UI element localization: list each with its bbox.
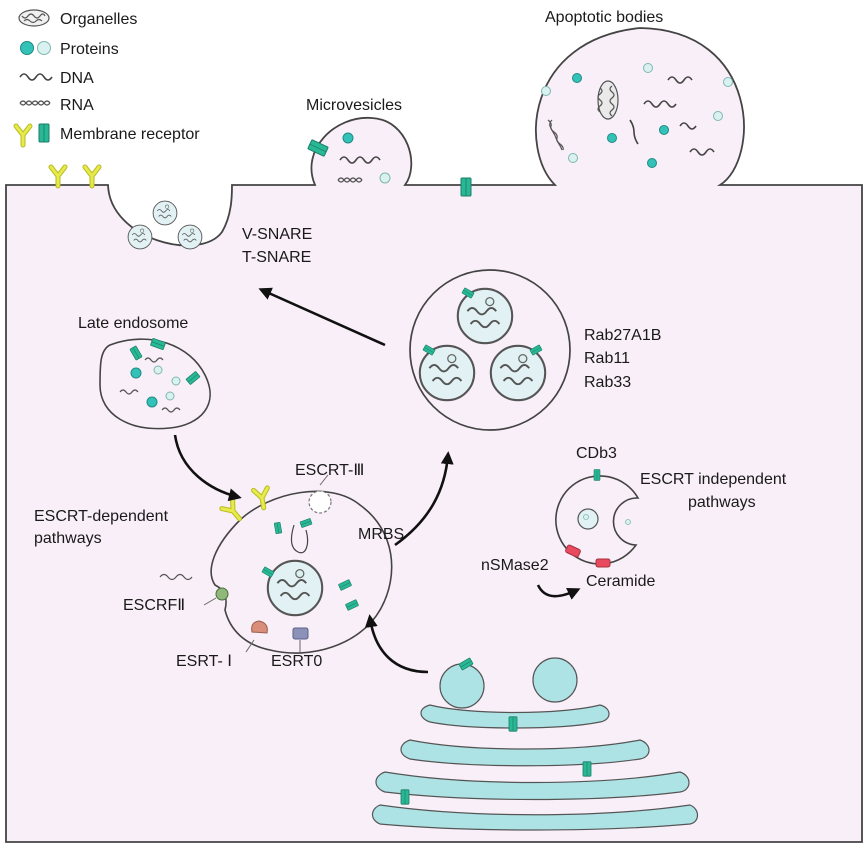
multivesicular-body bbox=[409, 269, 571, 431]
arrow-golgi-to-mvb bbox=[364, 614, 429, 674]
legend-dna-label: DNA bbox=[60, 70, 94, 87]
late-endosome bbox=[99, 337, 211, 430]
legend-proteins-label: Proteins bbox=[60, 41, 119, 58]
esrt-i-label: ESRT- Ⅰ bbox=[176, 653, 232, 670]
rab33-label: Rab33 bbox=[584, 374, 631, 391]
escrf-ii-label: ESCRFⅡ bbox=[123, 597, 185, 614]
arrow-nsmase2-to-ceramide bbox=[536, 584, 581, 600]
escrf-ii-complex bbox=[203, 587, 229, 606]
t-snare-label: T-SNARE bbox=[242, 249, 311, 266]
escrt-iii-complex bbox=[308, 474, 332, 514]
arrow-mvb-to-release bbox=[258, 287, 386, 347]
esrt0-label: ESRT0 bbox=[271, 653, 322, 670]
escrt-independent-label-line1: ESCRT independent bbox=[640, 471, 787, 488]
ceramide-label: Ceramide bbox=[586, 573, 655, 590]
legend: Organelles Proteins DNA RNA Membrane rec… bbox=[16, 9, 200, 145]
arrow-late-endosome-to-mvb bbox=[173, 434, 242, 502]
legend-membrane-receptor-label: Membrane receptor bbox=[60, 126, 200, 143]
cell-membrane bbox=[5, 27, 863, 843]
escrt-rna-strand bbox=[159, 573, 193, 581]
microvesicles-label: Microvesicles bbox=[306, 97, 402, 114]
v-snare-label: V-SNARE bbox=[242, 226, 312, 243]
cdb3-label: CDb3 bbox=[576, 445, 617, 462]
dna-icon bbox=[19, 73, 53, 81]
apoptotic-bodies-label: Apoptotic bodies bbox=[545, 9, 663, 26]
legend-organelles-label: Organelles bbox=[60, 11, 137, 28]
golgi-apparatus bbox=[371, 657, 699, 831]
membrane-receptor-icon bbox=[16, 123, 50, 145]
apoptotic-body bbox=[541, 63, 733, 168]
escrt-iii-label: ESCRT-Ⅲ bbox=[295, 462, 364, 479]
esrt0-complex bbox=[292, 627, 309, 652]
escrt-dependent-mvb bbox=[210, 490, 393, 654]
organelles-icon bbox=[18, 9, 50, 27]
mrbs-label: MRBS bbox=[358, 526, 404, 543]
nsmase2-label: nSMase2 bbox=[481, 557, 549, 574]
escrt-independent-vesicle bbox=[555, 469, 640, 568]
arrow-mvb-to-fusion bbox=[394, 451, 454, 547]
rab11-label: Rab11 bbox=[584, 350, 630, 367]
escrt-independent-label-line2: pathways bbox=[688, 494, 756, 511]
legend-rna-label: RNA bbox=[60, 97, 94, 114]
proteins-icon bbox=[20, 41, 51, 55]
late-endosome-label: Late endosome bbox=[78, 315, 188, 332]
rna-icon bbox=[19, 100, 51, 106]
microvesicle bbox=[307, 132, 391, 184]
esrt-i-complex bbox=[245, 620, 268, 653]
rab27-label: Rab27A1B bbox=[584, 327, 661, 344]
escrt-dependent-label-line1: ESCRT-dependent bbox=[34, 508, 169, 525]
escrt-dependent-label-line2: pathways bbox=[34, 530, 102, 547]
